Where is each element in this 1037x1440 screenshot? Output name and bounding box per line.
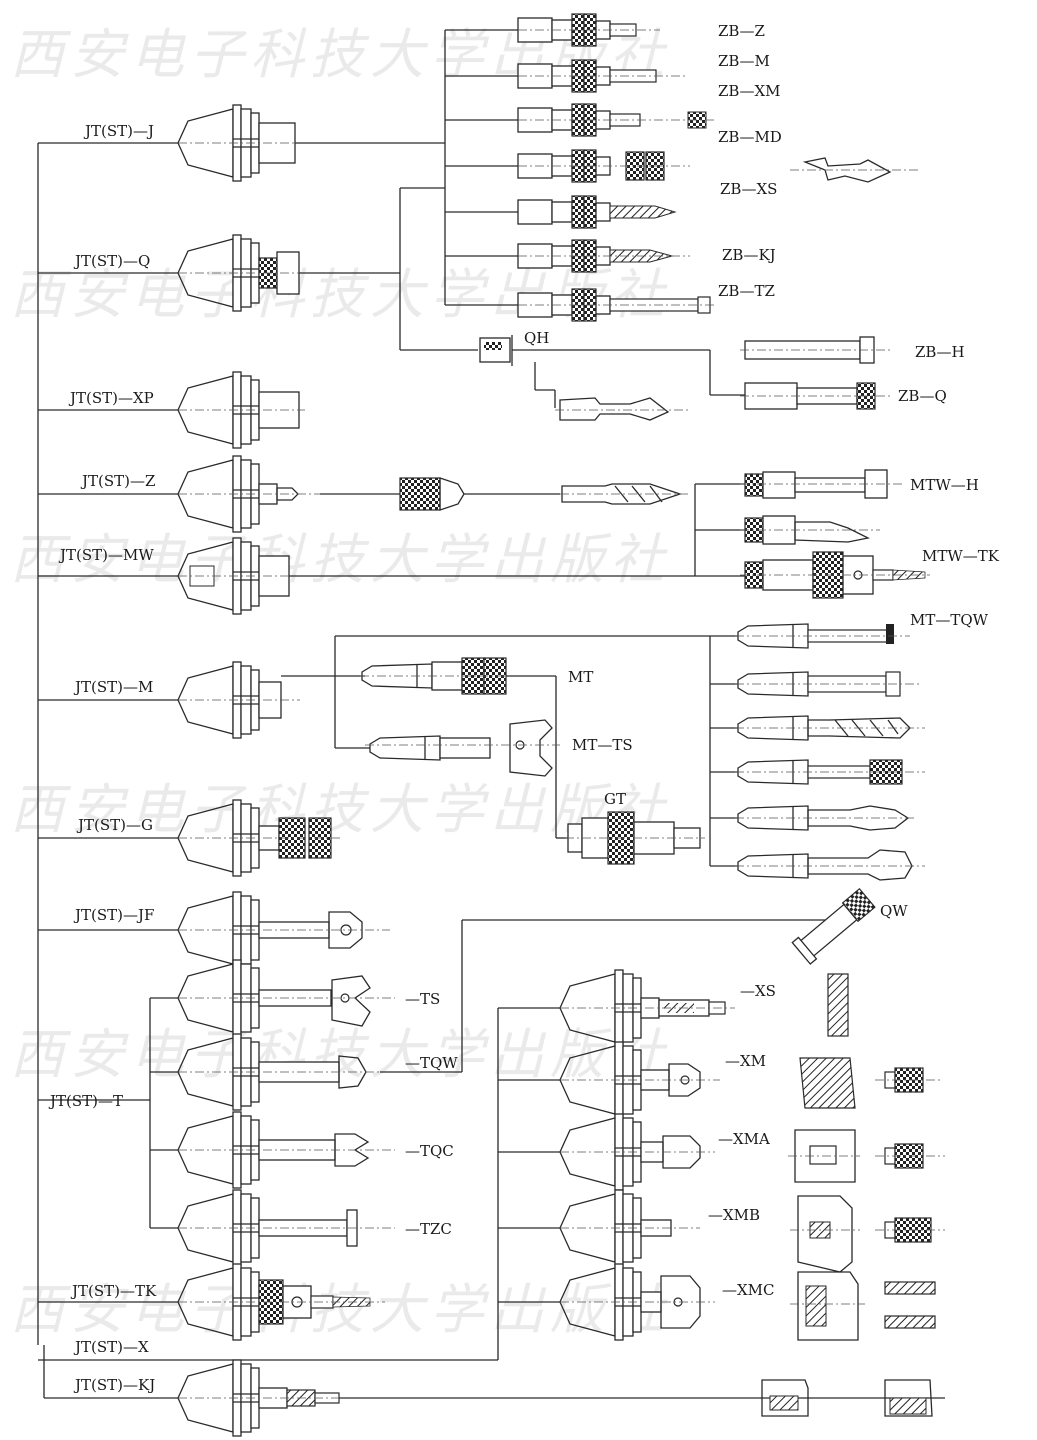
label-jt-tk: JT(ST)—TK <box>70 1282 157 1300</box>
label-x-xm: —XM <box>725 1052 766 1070</box>
label-x-xs: —XS <box>740 982 776 1000</box>
label-mt-ts: MT—TS <box>572 736 633 754</box>
label-t-ts: —TS <box>405 990 440 1008</box>
row-mw: JT(ST)—MW <box>38 538 745 614</box>
row-q: JT(ST)—Q <box>38 235 400 311</box>
label-zb-h: ZB—H <box>915 343 965 361</box>
label-jt-q: JT(ST)—Q <box>73 252 150 270</box>
label-zb-xs: ZB—XS <box>720 180 777 198</box>
zb-row-tz: ZB—TZ <box>445 282 775 321</box>
mtw-branch: MTW—H MTW—TK <box>695 470 1000 598</box>
zb-row-xs: ZB—XS <box>445 150 918 198</box>
label-x-xma: —XMA <box>718 1130 770 1148</box>
label-zb-md: ZB—MD <box>718 128 782 146</box>
label-jt-m: JT(ST)—M <box>73 678 153 696</box>
zb-row-md: ZB—MD <box>445 104 782 146</box>
label-x-xmc: —XMC <box>722 1281 775 1299</box>
label-t-tqc: —TQC <box>405 1142 454 1160</box>
label-zb-m: ZB—M <box>718 52 770 70</box>
label-jt-z: JT(ST)—Z <box>80 472 155 490</box>
label-gt: GT <box>604 790 626 808</box>
mt-tool-stack: MT—TQW <box>710 611 989 880</box>
label-qh: QH <box>524 329 549 347</box>
label-t-tzc: —TZC <box>405 1220 452 1238</box>
label-zb-kj: ZB—KJ <box>722 246 776 264</box>
label-x-xmb: —XMB <box>708 1206 760 1224</box>
label-jt-xp: JT(ST)—XP <box>68 389 154 407</box>
row-g: JT(ST)—G GT <box>38 790 705 876</box>
zb-row-z: ZB—Z <box>445 14 765 46</box>
label-zb-q: ZB—Q <box>898 387 947 405</box>
qh-branch: QH ZB—H ZB—Q <box>400 329 965 420</box>
row-j: JT(ST)—J <box>38 105 445 181</box>
zb-row-kj: ZB—KJ <box>445 240 776 272</box>
label-mt-tqw: MT—TQW <box>910 611 989 629</box>
label-mtw-h: MTW—H <box>910 476 979 494</box>
label-t-tqw: —TQW <box>405 1054 458 1072</box>
label-jt-t: JT(ST)—T <box>48 1092 123 1110</box>
label-mtw-tk: MTW—TK <box>922 547 1000 565</box>
label-jt-j: JT(ST)—J <box>83 122 154 140</box>
label-zb-xm: ZB—XM <box>718 82 780 100</box>
label-qw: QW <box>880 902 908 920</box>
row-kj: JT(ST)—KJ <box>44 1360 945 1436</box>
group-t: JT(ST)—T —TS —TQW —TQC —TZC <box>38 960 458 1266</box>
label-zb-z: ZB—Z <box>718 22 765 40</box>
label-mt: MT <box>568 668 593 686</box>
label-jt-g: JT(ST)—G <box>76 816 153 834</box>
x-cutters <box>788 974 945 1340</box>
row-tk: JT(ST)—TK <box>38 1264 385 1340</box>
label-jt-x: JT(ST)—X <box>73 1338 149 1356</box>
label-zb-tz: ZB—TZ <box>718 282 775 300</box>
row-jf: JT(ST)—JF <box>38 892 390 968</box>
row-xp: JT(ST)—XP <box>38 372 305 448</box>
label-jt-mw: JT(ST)—MW <box>58 546 154 564</box>
label-jt-jf: JT(ST)—JF <box>73 906 154 924</box>
zb-row-blank <box>445 196 675 228</box>
label-jt-kj: JT(ST)—KJ <box>73 1376 155 1394</box>
zb-branch-bus <box>400 30 445 350</box>
row-z: JT(ST)—Z <box>38 456 690 532</box>
left-bus <box>38 143 44 1398</box>
